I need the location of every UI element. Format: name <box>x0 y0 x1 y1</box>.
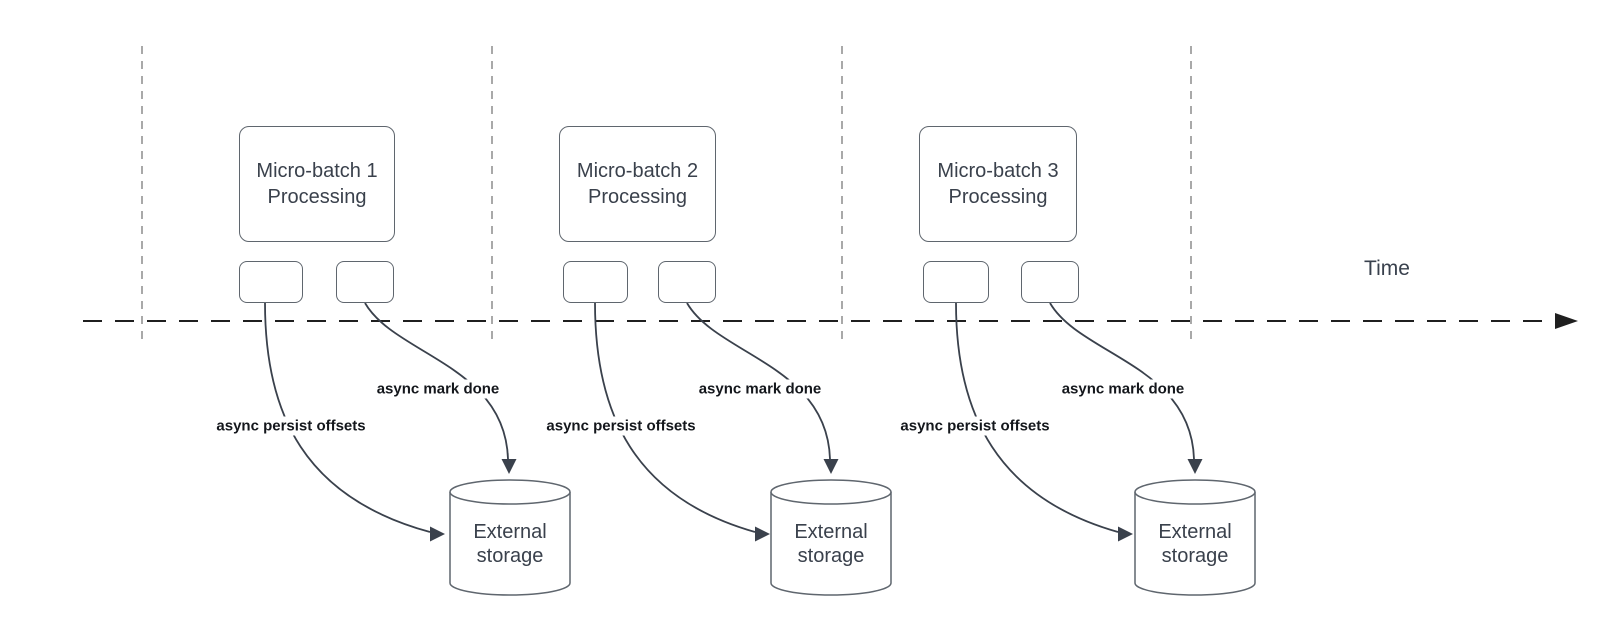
external-storage-label-3: External storage <box>1158 520 1231 568</box>
external-storage-label-line2: storage <box>476 545 544 567</box>
external-storage-label-line2: storage <box>797 545 865 567</box>
processing-box-label-line2: Processing <box>948 186 1048 208</box>
external-storage-label-1: External storage <box>473 520 546 568</box>
processing-box-label-line1: Micro-batch 3 <box>937 160 1059 182</box>
mark-done-edge-2 <box>686 302 831 460</box>
processing-box-label-line2: Processing <box>588 186 687 208</box>
processing-box-3: Micro-batch 3 Processing <box>919 126 1077 242</box>
mark-done-label-3: async mark done <box>1058 379 1188 399</box>
persist-offsets-task-rect-3 <box>923 261 989 303</box>
persist-offsets-label-3: async persist offsets <box>897 416 1053 436</box>
mark-done-arrowhead-3 <box>1187 459 1203 474</box>
persist-offsets-edge-1 <box>264 302 431 533</box>
persist-offsets-edge-3 <box>955 302 1119 533</box>
persist-offsets-task-rect-1 <box>239 261 303 303</box>
processing-box-1: Micro-batch 1 Processing <box>239 126 395 242</box>
processing-box-2: Micro-batch 2 Processing <box>559 126 716 242</box>
persist-offsets-arrowhead-3 <box>1118 526 1133 542</box>
external-storage-cylinder-3 <box>1134 479 1256 596</box>
mark-done-edge-1 <box>364 302 509 460</box>
processing-box-label-line1: Micro-batch 1 <box>256 160 378 182</box>
processing-box-label-2: Micro-batch 2 Processing <box>577 158 698 210</box>
external-storage-label-line2: storage <box>1161 545 1229 567</box>
processing-box-label-1: Micro-batch 1 Processing <box>256 158 377 210</box>
processing-box-label-line2: Processing <box>267 186 367 208</box>
persist-offsets-arrowhead-2 <box>755 526 770 542</box>
mark-done-arrowhead-1 <box>501 459 517 474</box>
mark-done-task-rect-3 <box>1021 261 1079 303</box>
external-storage-cylinder-2 <box>770 479 892 596</box>
processing-box-label-line1: Micro-batch 2 <box>576 160 699 182</box>
mark-done-task-rect-1 <box>336 261 394 303</box>
external-storage-label-line1: External <box>473 521 547 543</box>
time-label: Time <box>1364 257 1410 280</box>
mark-done-label-1: async mark done <box>373 379 503 399</box>
persist-offsets-label-2: async persist offsets <box>543 416 699 436</box>
mark-done-edge-3 <box>1049 302 1195 460</box>
mark-done-arrowhead-2 <box>823 459 839 474</box>
processing-box-label-3: Micro-batch 3 Processing <box>937 158 1058 210</box>
persist-offsets-edge-2 <box>594 302 756 533</box>
persist-offsets-arrowhead-1 <box>430 526 445 542</box>
external-storage-label-2: External storage <box>794 520 867 568</box>
persist-offsets-label-1: async persist offsets <box>213 416 369 436</box>
mark-done-label-2: async mark done <box>695 379 825 399</box>
persist-offsets-task-rect-2 <box>563 261 628 303</box>
external-storage-cylinder-1 <box>449 479 571 596</box>
external-storage-label-line1: External <box>1158 521 1232 543</box>
time-axis-arrowhead <box>1555 313 1578 329</box>
mark-done-task-rect-2 <box>658 261 716 303</box>
external-storage-label-line1: External <box>794 521 868 543</box>
